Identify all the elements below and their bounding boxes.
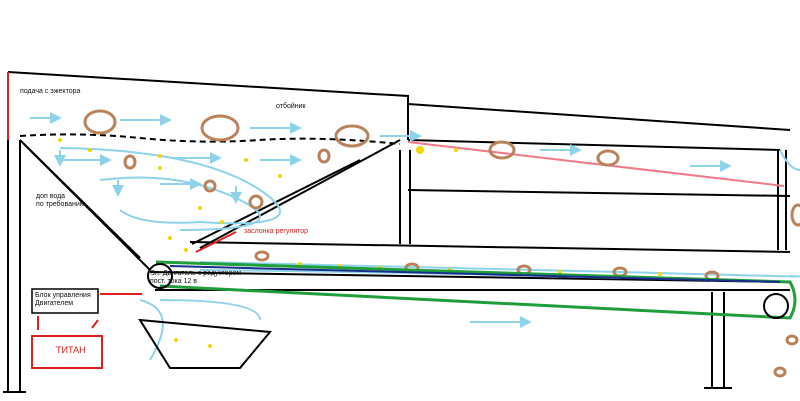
support-legs	[3, 140, 787, 393]
label-ejector-feed: подача с эжектора	[20, 88, 81, 95]
label-extra-water: доп вода по требованию	[36, 193, 86, 208]
deflector-line	[407, 141, 785, 187]
collector-tray	[138, 318, 272, 369]
label-titan: ТИТАН	[56, 345, 86, 355]
water-flow	[30, 112, 800, 361]
label-deflector: отбойник	[276, 103, 306, 110]
conveyor-belt	[147, 260, 797, 320]
titan-box	[31, 335, 103, 369]
water-level	[19, 133, 401, 145]
stones	[83, 109, 800, 378]
gold-particles	[58, 138, 662, 348]
label-damper: заслонка регулятор	[244, 228, 309, 235]
red-details	[7, 72, 237, 330]
label-motor: Эл. Двигатель с редуктором пост. тока 12…	[150, 270, 242, 285]
label-control-unit: Блок управления Двигателем	[35, 292, 91, 307]
control-unit-box	[31, 288, 99, 314]
